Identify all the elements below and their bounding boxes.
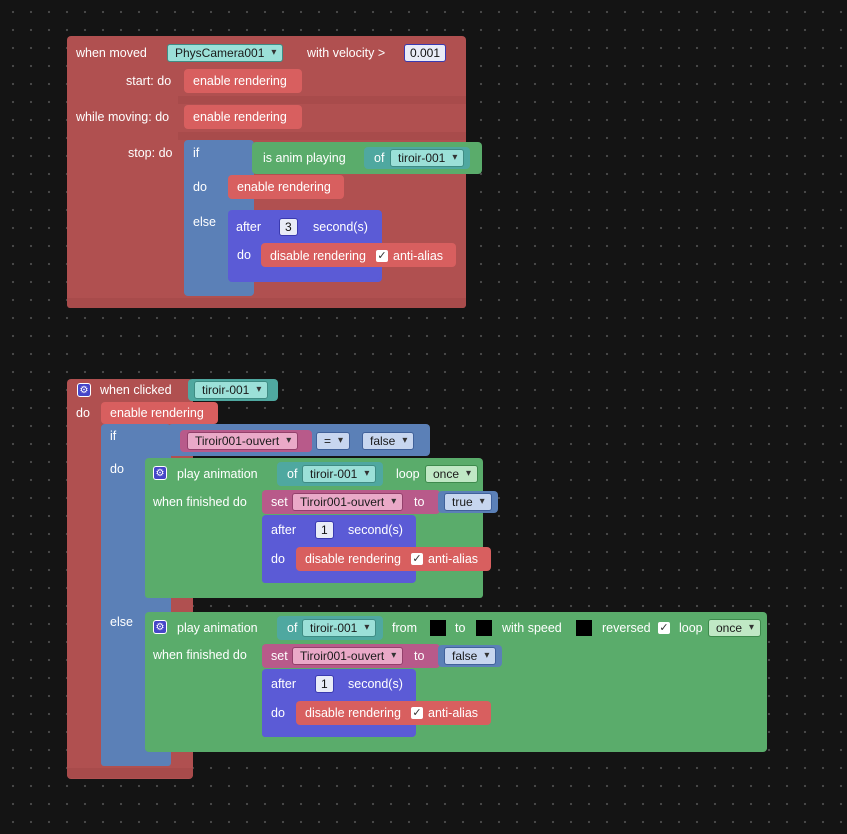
of-label-2: of (287, 621, 298, 635)
if-else-cap-2 (101, 758, 171, 766)
anim-object-dropdown-2[interactable]: tiroir-001 (302, 619, 377, 637)
clicked-object-dropdown[interactable]: tiroir-001 (194, 381, 269, 399)
play-animation-cap-2 (145, 743, 767, 751)
after-cap (262, 575, 414, 583)
from-input-slot[interactable] (430, 620, 446, 636)
start-do-label: start: do (126, 74, 172, 88)
when-moved-bottom (67, 298, 466, 308)
anti-alias-label: anti-alias (428, 552, 479, 566)
camera-dropdown[interactable]: PhysCamera001 (167, 44, 284, 62)
to-label-3: to (414, 649, 425, 663)
disable-rendering-block[interactable] (296, 547, 491, 571)
while-separator (178, 132, 466, 140)
enable-rendering-label: enable rendering (110, 406, 204, 420)
when-moved-label: when moved (76, 46, 147, 60)
disable-rendering-block[interactable] (261, 243, 456, 267)
anim-object-dropdown[interactable]: tiroir-001 (390, 149, 465, 167)
while-moving-label: while moving: do (76, 110, 170, 124)
loop-label: loop (396, 467, 420, 481)
after-cap (228, 272, 380, 280)
after-label-2: after (271, 677, 297, 691)
set-label-2: set (271, 649, 288, 663)
reversed-checkbox[interactable]: ✓ (658, 622, 670, 634)
play-animation-cap (145, 590, 483, 598)
anti-alias-label: anti-alias (393, 249, 444, 263)
play-animation-label: play animation (177, 467, 258, 481)
do-label: do (76, 406, 90, 420)
when-finished-label-2: when finished do (153, 648, 247, 662)
start-enable-rendering-block[interactable] (184, 69, 302, 93)
after-seconds-input[interactable]: 1 (315, 521, 334, 539)
set-value-dropdown[interactable]: true (444, 493, 492, 511)
anti-alias-label-2: anti-alias (428, 706, 479, 720)
seconds-label: second(s) (348, 523, 403, 537)
if-else-cap (184, 287, 254, 295)
else-label-2: else (110, 615, 133, 629)
after-label: after (236, 220, 262, 234)
when-clicked-bottom (67, 768, 193, 778)
set-label: set (271, 495, 288, 509)
when-finished-label: when finished do (153, 495, 247, 509)
do-inner-label: do (110, 462, 124, 476)
anti-alias-checkbox-2[interactable]: ✓ (411, 707, 423, 719)
disable-rendering-block-2[interactable] (296, 701, 491, 725)
if-label: if (193, 146, 200, 160)
do-label: do (193, 180, 207, 194)
set-value-dropdown-2[interactable]: false (444, 647, 497, 665)
from-label: from (392, 621, 417, 635)
after-cap-2 (262, 729, 414, 737)
do-enable-rendering-label: enable rendering (237, 180, 331, 194)
with-velocity-label: with velocity > (307, 46, 386, 60)
else-label: else (193, 215, 216, 229)
loop-dropdown-2[interactable]: once (708, 619, 762, 637)
seconds-label-2: second(s) (348, 677, 403, 691)
with-speed-label: with speed (502, 621, 562, 635)
of-label: of (287, 467, 298, 481)
gear-icon[interactable]: ⚙ (153, 466, 167, 480)
gear-icon[interactable]: ⚙ (153, 620, 167, 634)
stop-do-label: stop: do (128, 146, 173, 160)
anti-alias-checkbox[interactable]: ✓ (411, 553, 423, 565)
anim-object-dropdown[interactable]: tiroir-001 (302, 465, 377, 483)
cond-var-dropdown[interactable]: Tiroir001-ouvert (187, 432, 299, 450)
after-do-label: do (237, 248, 251, 262)
set-var-dropdown[interactable]: Tiroir001-ouvert (292, 493, 404, 511)
loop-dropdown[interactable]: once (425, 465, 479, 483)
while-enable-rendering-block[interactable] (184, 105, 302, 129)
after-do-label: do (271, 552, 285, 566)
enable-rendering-block[interactable] (101, 402, 218, 424)
loop-label-2: loop (679, 621, 703, 635)
seconds-label: second(s) (313, 220, 368, 234)
cond-value-dropdown[interactable]: false (362, 432, 415, 450)
do-enable-rendering-block[interactable] (228, 175, 344, 199)
disable-rendering-label: disable rendering (305, 552, 401, 566)
speed-input-slot[interactable] (576, 620, 592, 636)
disable-rendering-label: disable rendering (270, 249, 366, 263)
while-enable-rendering-label: enable rendering (193, 110, 287, 124)
play-animation-label-2: play animation (177, 621, 258, 635)
after-do-label-2: do (271, 706, 285, 720)
cond-op-dropdown[interactable]: = (316, 432, 351, 450)
after-seconds-input[interactable]: 3 (279, 218, 298, 236)
to-label-2: to (455, 621, 466, 635)
anti-alias-checkbox[interactable]: ✓ (376, 250, 388, 262)
to-label: to (414, 495, 425, 509)
reversed-label: reversed (602, 621, 651, 635)
play-animation-block-2[interactable] (145, 612, 767, 752)
velocity-input[interactable]: 0.001 (404, 44, 447, 62)
after-seconds-input-2[interactable]: 1 (315, 675, 334, 693)
gear-icon[interactable]: ⚙ (77, 383, 91, 397)
to-input-slot[interactable] (476, 620, 492, 636)
is-anim-playing-label: is anim playing (263, 151, 346, 165)
of-label: of (374, 151, 385, 165)
if-label-2: if (110, 429, 117, 443)
after-label: after (271, 523, 297, 537)
disable-rendering-label-2: disable rendering (305, 706, 401, 720)
when-clicked-label: when clicked (100, 383, 172, 397)
start-enable-rendering-label: enable rendering (193, 74, 287, 88)
set-var-dropdown-2[interactable]: Tiroir001-ouvert (292, 647, 404, 665)
start-separator (178, 96, 466, 104)
